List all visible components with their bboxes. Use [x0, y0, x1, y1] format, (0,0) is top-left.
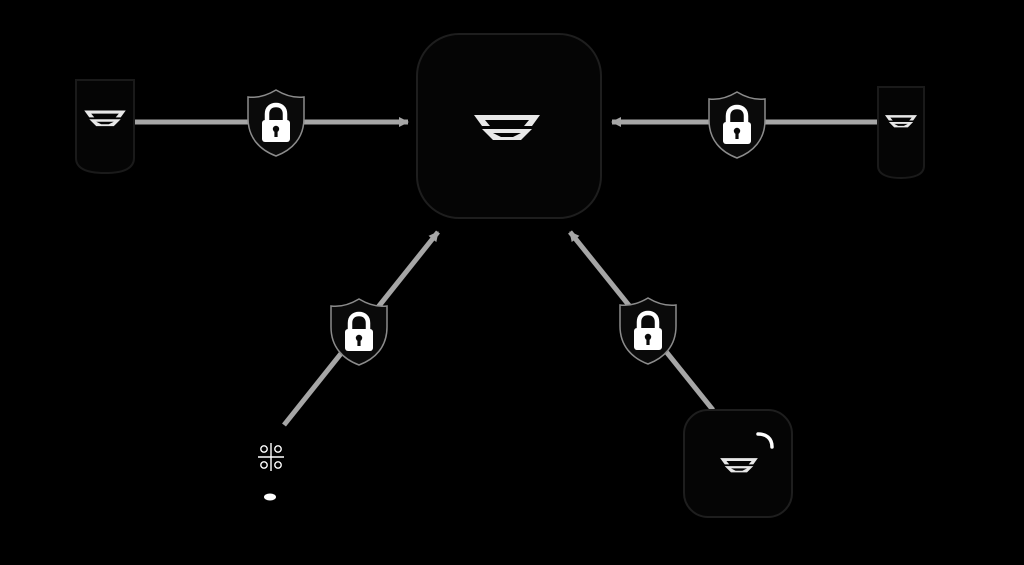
central-hub	[416, 33, 602, 219]
shield-lock-icon	[709, 92, 765, 158]
keypad-icon	[258, 443, 284, 471]
button-device	[683, 409, 793, 518]
right-sensor	[877, 86, 925, 180]
shield-lock-icon	[248, 90, 304, 156]
keypad-indicator	[264, 493, 276, 501]
keypad	[236, 430, 304, 530]
left-sensor	[75, 79, 135, 175]
button-corner-mark	[756, 432, 774, 449]
